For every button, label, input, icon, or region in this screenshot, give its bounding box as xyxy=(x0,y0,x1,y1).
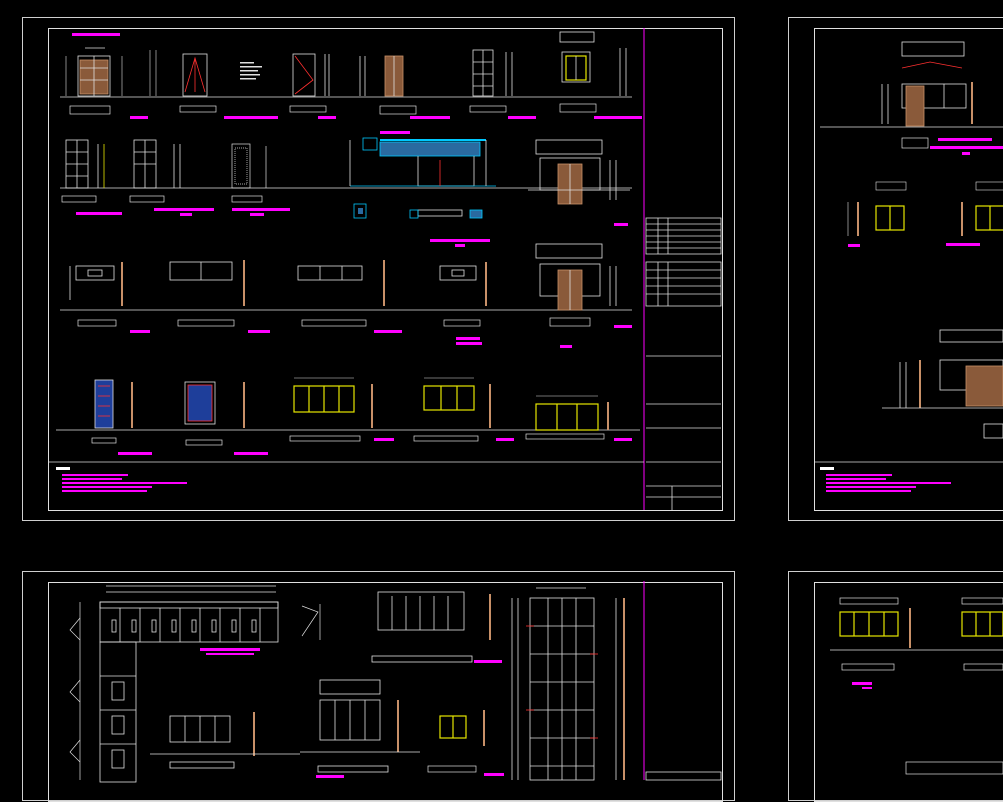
row4-window-yellow-b xyxy=(423,385,475,411)
row2-magenta-labels xyxy=(76,208,290,216)
tr-windows-yellow xyxy=(875,205,1003,231)
row2-double-door xyxy=(528,139,630,205)
tr-windows-dims xyxy=(847,181,1003,236)
bl-window-top xyxy=(371,591,491,663)
tr-door-elevation xyxy=(881,41,973,127)
row1-magenta-labels xyxy=(130,116,642,119)
row1-text-block xyxy=(240,62,262,80)
drawing-sheet-top-right[interactable] xyxy=(788,17,1003,521)
row4-shutter-b xyxy=(184,381,245,428)
row1-door-b xyxy=(182,53,208,97)
row4-sections xyxy=(91,433,605,446)
br-window-yellow-b xyxy=(961,611,1003,637)
drawing-sheet-top-left[interactable] xyxy=(22,17,735,521)
row2-screen-door xyxy=(231,143,267,189)
bl-tall-curtain-wall xyxy=(511,587,625,781)
row1-door-f xyxy=(559,31,627,96)
sheet-top-right-drawing xyxy=(814,41,1003,492)
row2-sections xyxy=(61,195,263,203)
row3-double-door xyxy=(535,243,617,311)
row1-dims-a xyxy=(65,50,157,96)
row1-door-c xyxy=(292,53,330,97)
sheet-bottom-left-drawing xyxy=(69,581,722,783)
row1-door-a xyxy=(77,47,111,97)
bl-side-profile xyxy=(69,602,321,780)
row4-window-yellow-c xyxy=(535,403,599,431)
tr-door-elevation-2 xyxy=(882,329,1003,439)
notes-magenta-text xyxy=(62,474,187,492)
sheet-inner-frame xyxy=(48,28,723,511)
bl-storefront-long xyxy=(99,585,279,783)
bl-window-yellow xyxy=(439,715,467,739)
sheet-bottom-right-drawing xyxy=(830,597,1003,775)
row1-door-e xyxy=(472,49,513,97)
bl-window-center xyxy=(300,679,420,773)
gate-detail xyxy=(349,137,496,219)
row4-magenta-labels xyxy=(118,438,632,455)
row4-window-yellow-a xyxy=(293,385,355,413)
sheet-top-left-drawing xyxy=(48,28,722,510)
row1-sections xyxy=(69,103,597,115)
gate-magenta-labels xyxy=(380,131,490,247)
bl-window-mid xyxy=(150,712,300,769)
notes-heading xyxy=(56,467,70,470)
row3-magenta-labels xyxy=(130,325,632,348)
title-block-grid xyxy=(645,217,722,510)
row4-shutter-a xyxy=(94,379,133,429)
row4-dims xyxy=(294,377,609,430)
row3-sections xyxy=(77,317,591,327)
sheet-inner-frame xyxy=(814,28,1003,511)
row2-door-a xyxy=(65,139,105,189)
row3-windows xyxy=(69,260,487,306)
row1-door-d xyxy=(359,55,404,97)
row2-door-b xyxy=(133,139,181,189)
tr-notes-magenta xyxy=(826,474,951,492)
br-window-yellow-a xyxy=(839,611,899,637)
